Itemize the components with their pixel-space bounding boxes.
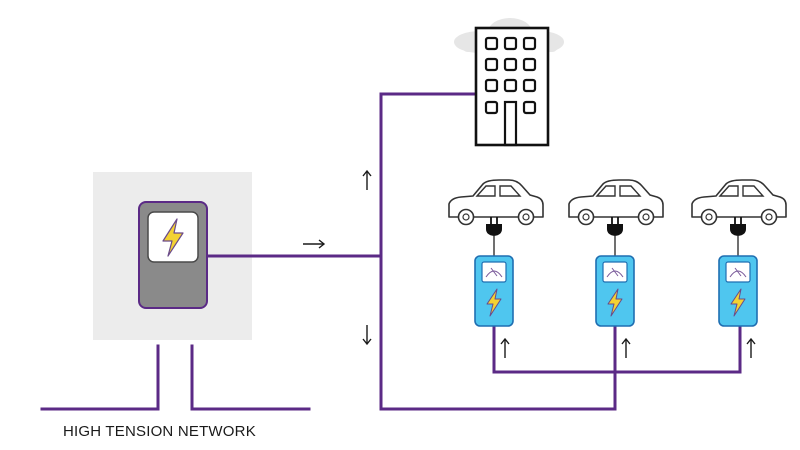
car-icon [448,179,544,226]
ev-station-2 [568,179,664,327]
ev-plug-icon [485,216,503,260]
lightning-bolt-icon [162,218,184,257]
transformer-unit [138,201,208,309]
charger-feed-line [379,254,617,411]
arrow-up-icon [746,337,756,358]
car-icon [568,179,664,226]
ev-station-3 [691,179,787,327]
arrow-right-icon [303,239,326,249]
building-feed-line [379,92,477,258]
ev-plug-icon [606,216,624,260]
ev-charging-station-icon [595,255,635,327]
arrow-up-icon [500,337,510,358]
ev-plug-icon [729,216,747,260]
power-lines [40,92,742,411]
ev-charging-station-icon [474,255,514,327]
ev-charging-station-icon [718,255,758,327]
network-feed-right [190,344,311,411]
charger-interconnect-line [492,324,742,374]
flow-arrows [303,169,756,358]
office-building-icon [474,26,550,147]
car-icon [691,179,787,226]
arrow-up-icon [621,337,631,358]
ev-station-1 [448,179,544,327]
network-feed-left [40,344,160,411]
arrow-down-icon [362,325,372,346]
arrow-up-icon [362,169,372,190]
network-label: HIGH TENSION NETWORK [63,423,256,440]
